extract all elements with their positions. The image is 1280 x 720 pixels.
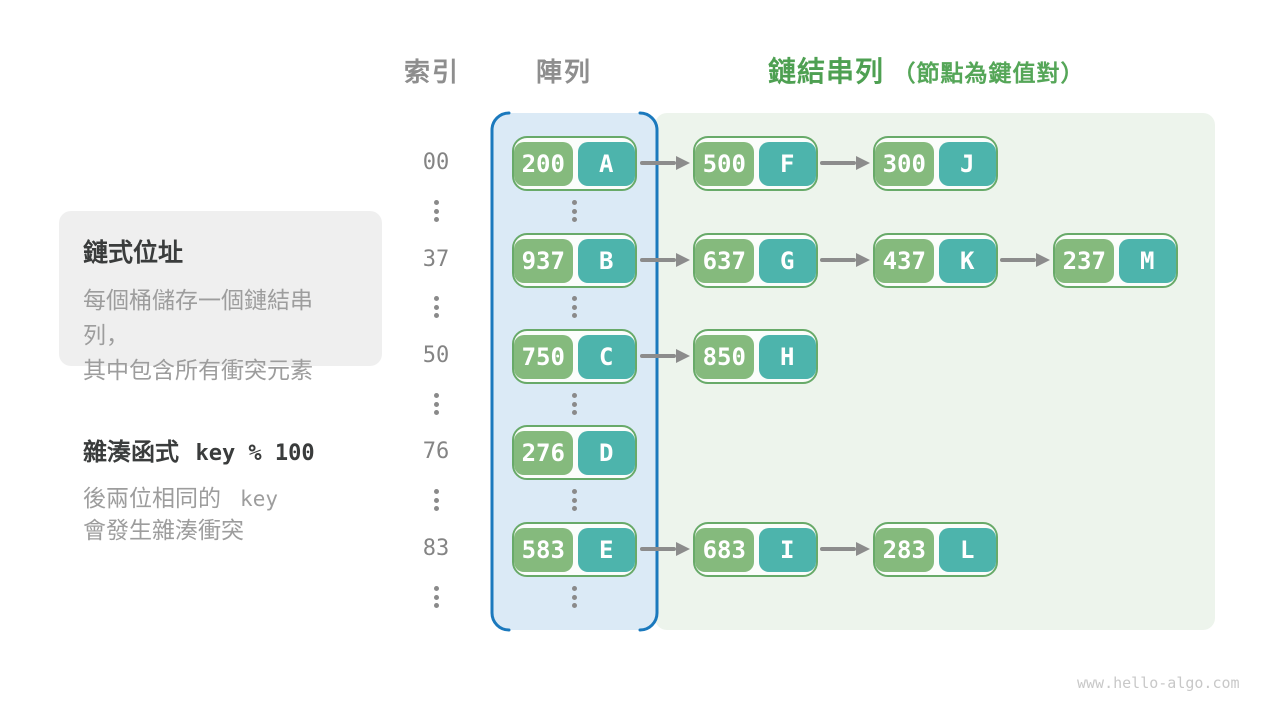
node-key: 850 <box>695 334 754 379</box>
node-value: K <box>938 238 996 283</box>
chaining-note-title: 鏈式位址 <box>83 239 184 267</box>
next-pointer-arrow <box>640 253 690 267</box>
hash-note-line1: 後兩位相同的 key <box>83 485 278 511</box>
node-value: L <box>938 527 996 572</box>
ellipsis-dots <box>571 489 577 511</box>
node-value: F <box>758 141 816 186</box>
ellipsis-dots <box>433 489 439 511</box>
hash-note-line2: 會發生雜湊衝突 <box>83 517 244 543</box>
node-value: C <box>577 334 635 379</box>
bucket-node: 276 D <box>512 425 637 480</box>
hash-function-row: 雜湊函式 key % 100 <box>83 432 393 467</box>
array-column-header: 陣列 <box>535 57 592 87</box>
next-pointer-arrow <box>640 542 690 556</box>
ellipsis-dots <box>571 393 577 415</box>
node-value: D <box>577 430 635 475</box>
next-pointer-arrow <box>1000 253 1050 267</box>
node-key: 300 <box>875 141 934 186</box>
list-node: 683 I <box>693 522 818 577</box>
bucket-node: 750 C <box>512 329 637 384</box>
node-key: 283 <box>875 527 934 572</box>
index-label: 50 <box>422 343 450 368</box>
node-key: 500 <box>695 141 754 186</box>
chaining-note-line2: 其中包含所有衝突元素 <box>83 357 313 383</box>
hash-function-label: 雜湊函式 <box>83 439 179 466</box>
ellipsis-dots <box>571 586 577 608</box>
next-pointer-arrow <box>820 542 870 556</box>
node-key: 637 <box>695 238 754 283</box>
next-pointer-arrow <box>820 156 870 170</box>
node-value: E <box>577 527 635 572</box>
node-key: 937 <box>514 238 573 283</box>
ellipsis-dots <box>433 586 439 608</box>
index-label: 83 <box>422 536 450 561</box>
list-node: 283 L <box>873 522 998 577</box>
chaining-note-line1: 每個桶儲存一個鏈結串列， <box>83 287 313 348</box>
bucket-node: 583 E <box>512 522 637 577</box>
node-key: 200 <box>514 141 573 186</box>
index-label: 76 <box>422 439 450 464</box>
node-value: M <box>1118 238 1176 283</box>
node-value: I <box>758 527 816 572</box>
linked-list-header-note: （節點為鍵值對） <box>892 60 1085 86</box>
next-pointer-arrow <box>640 156 690 170</box>
ellipsis-dots <box>433 200 439 222</box>
ellipsis-dots <box>571 200 577 222</box>
node-value: A <box>577 141 635 186</box>
node-key: 750 <box>514 334 573 379</box>
chaining-note-box: 鏈式位址 每個桶儲存一個鏈結串列， 其中包含所有衝突元素 <box>59 211 382 383</box>
list-node: 500 F <box>693 136 818 191</box>
linked-list-column-header: 鏈結串列 （節點為鍵值對） <box>768 50 1084 90</box>
index-label: 37 <box>422 247 450 272</box>
list-node: 237 M <box>1053 233 1178 288</box>
list-node: 437 K <box>873 233 998 288</box>
node-key: 437 <box>875 238 934 283</box>
next-pointer-arrow <box>820 253 870 267</box>
bucket-node: 937 B <box>512 233 637 288</box>
node-key: 683 <box>695 527 754 572</box>
linked-list-header-title: 鏈結串列 <box>768 56 885 87</box>
list-node: 850 H <box>693 329 818 384</box>
hash-function-code: key % 100 <box>195 441 315 466</box>
index-label: 00 <box>422 150 450 175</box>
node-value: H <box>758 334 816 379</box>
ellipsis-dots <box>571 296 577 318</box>
node-value: B <box>577 238 635 283</box>
node-key: 583 <box>514 527 573 572</box>
ellipsis-dots <box>433 296 439 318</box>
node-key: 237 <box>1055 238 1114 283</box>
list-node: 300 J <box>873 136 998 191</box>
node-value: J <box>938 141 996 186</box>
node-key: 276 <box>514 430 573 475</box>
next-pointer-arrow <box>640 349 690 363</box>
list-node: 637 G <box>693 233 818 288</box>
hash-note-key-code <box>227 487 240 511</box>
bucket-node: 200 A <box>512 136 637 191</box>
watermark: www.hello-algo.com <box>1077 674 1240 692</box>
ellipsis-dots <box>433 393 439 415</box>
node-value: G <box>758 238 816 283</box>
index-column-header: 索引 <box>403 57 460 87</box>
hash-function-note: 雜湊函式 key % 100 後兩位相同的 key 會發生雜湊衝突 <box>83 432 393 546</box>
